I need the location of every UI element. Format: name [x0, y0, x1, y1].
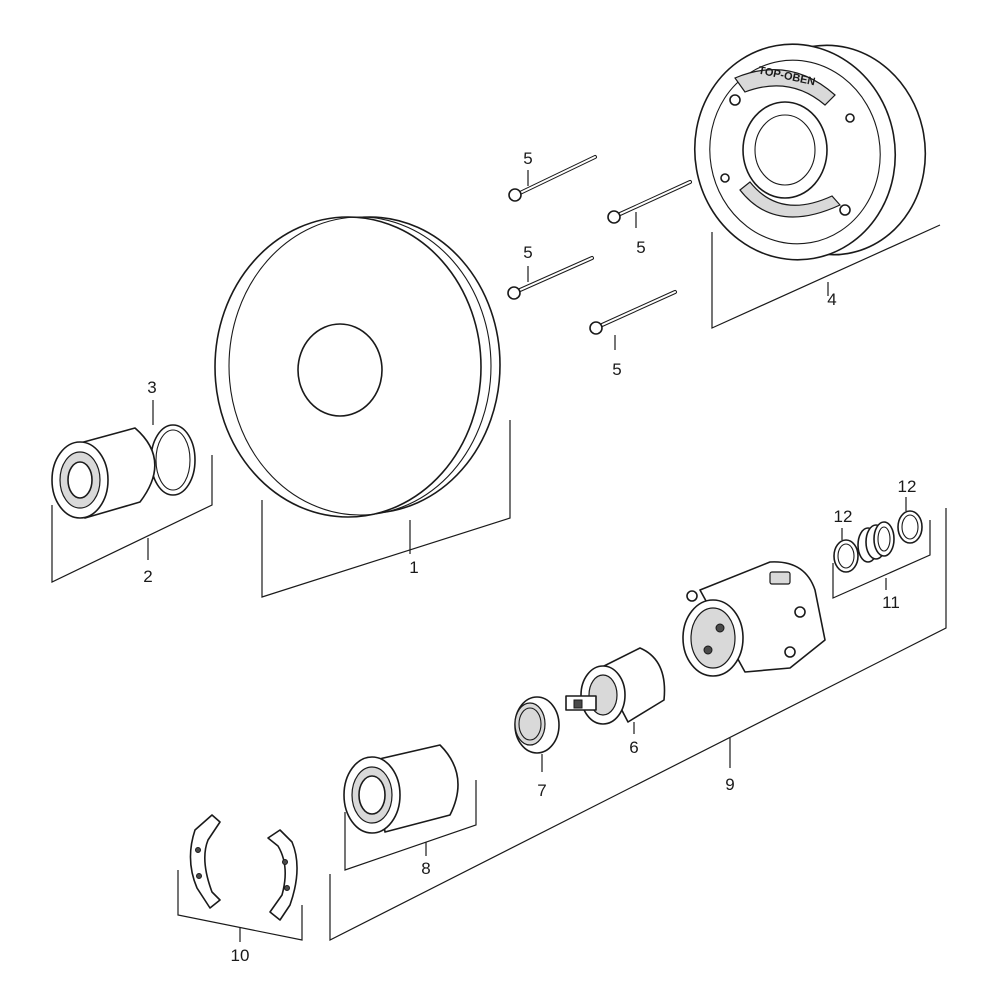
assembly-bracket-part-9: 9 — [329, 508, 947, 941]
valve-housing-part-9 — [682, 561, 826, 677]
o-ring-part-12-b: 12 — [897, 477, 923, 544]
callout-5-a: 5 — [523, 149, 532, 168]
callout-12-a: 12 — [834, 507, 853, 526]
screw-part-5-b: 5 — [607, 180, 692, 257]
callout-9: 9 — [725, 775, 734, 794]
callout-12-b: 12 — [898, 477, 917, 496]
cover-plate-part-1: 1 — [214, 216, 511, 598]
o-ring-part-12-a: 12 — [833, 507, 859, 573]
callout-3: 3 — [147, 378, 156, 397]
extension-sleeve-part-8: 8 — [343, 744, 477, 878]
callout-5-b: 5 — [636, 238, 645, 257]
seal-part-11: 11 — [832, 520, 931, 612]
callout-2: 2 — [143, 567, 152, 586]
clamps-bracket-part-10: 10 — [177, 870, 303, 965]
screw-part-5-a: 5 — [508, 149, 597, 202]
callout-10: 10 — [231, 946, 250, 965]
callout-1: 1 — [409, 558, 418, 577]
ring-nut-part-7: 7 — [514, 696, 560, 800]
mounting-plate-part-4: TOP-OBEN 4 — [693, 43, 941, 329]
o-ring-part-3: 3 — [147, 378, 196, 496]
callout-5-d: 5 — [612, 360, 621, 379]
cartridge-part-6: 6 — [565, 647, 666, 757]
callout-4: 4 — [827, 290, 836, 309]
callout-7: 7 — [537, 781, 546, 800]
clamp-part-10-left — [189, 814, 221, 909]
callout-5-c: 5 — [523, 243, 532, 262]
callout-8: 8 — [421, 859, 430, 878]
screw-part-5-d: 5 — [589, 290, 677, 379]
callout-6: 6 — [629, 738, 638, 757]
callout-11: 11 — [882, 593, 900, 612]
sleeve-part-2: 2 — [51, 427, 213, 586]
screw-part-5-c: 5 — [507, 243, 594, 300]
clamp-part-10-right — [267, 829, 298, 921]
